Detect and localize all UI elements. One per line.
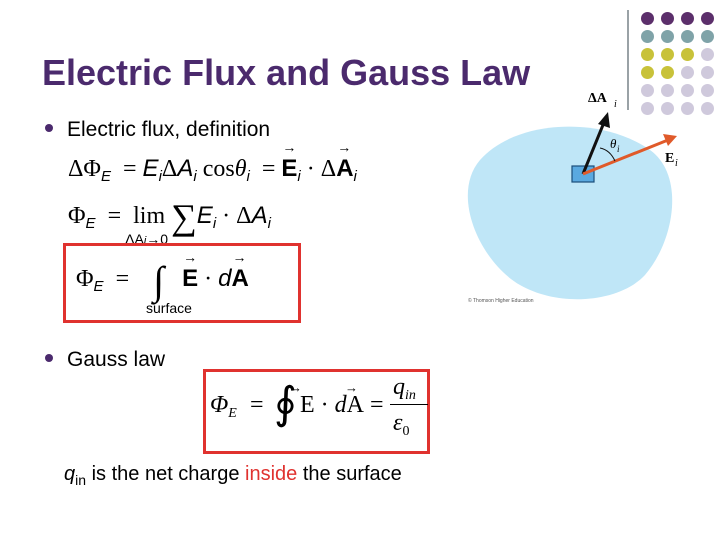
label-E-sub: i bbox=[675, 158, 678, 169]
label-theta-sub: i bbox=[617, 144, 620, 154]
caption-text-before: is the net charge bbox=[86, 463, 246, 485]
field-vector-head bbox=[663, 134, 677, 146]
bullet-gauss-law: Gauss law bbox=[45, 348, 165, 372]
bullet-dot bbox=[45, 354, 53, 363]
flux-surface-figure: ΔA i θ i E i © Thomson Higher Education bbox=[467, 91, 678, 304]
theta-arc bbox=[599, 147, 616, 162]
bullet-text: Gauss law bbox=[67, 348, 166, 371]
caption-highlight: inside bbox=[245, 463, 298, 485]
flux-integral-formula: ΦE = ∫ E · dA bbox=[76, 249, 249, 304]
flux-definition-formula: ΔΦE = EiΔAi cosθi = Ei · ΔAi bbox=[68, 139, 357, 185]
caption-text-after: the surface bbox=[297, 463, 402, 485]
integral-surface-label: surface bbox=[146, 300, 192, 316]
caption-q: q bbox=[64, 463, 76, 485]
limit-subscript-i: i bbox=[143, 235, 147, 247]
figure-credit: © Thomson Higher Education bbox=[468, 297, 534, 304]
label-dA-sub: i bbox=[614, 99, 617, 110]
normal-vector-arrow bbox=[581, 119, 607, 175]
label-dA: ΔA bbox=[588, 91, 608, 106]
bullet-text: Electric flux, definition bbox=[67, 118, 271, 141]
surface-blob bbox=[467, 126, 673, 300]
field-vector-arrow bbox=[582, 138, 669, 176]
flux-integral-box bbox=[63, 243, 301, 323]
bullet-dot bbox=[45, 124, 53, 133]
gauss-law-box bbox=[203, 369, 430, 454]
label-E: E bbox=[665, 151, 674, 166]
decorative-vertical-line bbox=[627, 10, 629, 110]
slide-title: Electric Flux and Gauss Law bbox=[42, 52, 531, 93]
bullet-electric-flux: Electric flux, definition bbox=[45, 118, 270, 142]
label-theta: θ bbox=[610, 136, 617, 151]
caption-q-sub: in bbox=[75, 472, 87, 488]
net-charge-caption: qin is the net charge inside the surface bbox=[64, 463, 402, 488]
normal-vector-head bbox=[598, 112, 610, 128]
